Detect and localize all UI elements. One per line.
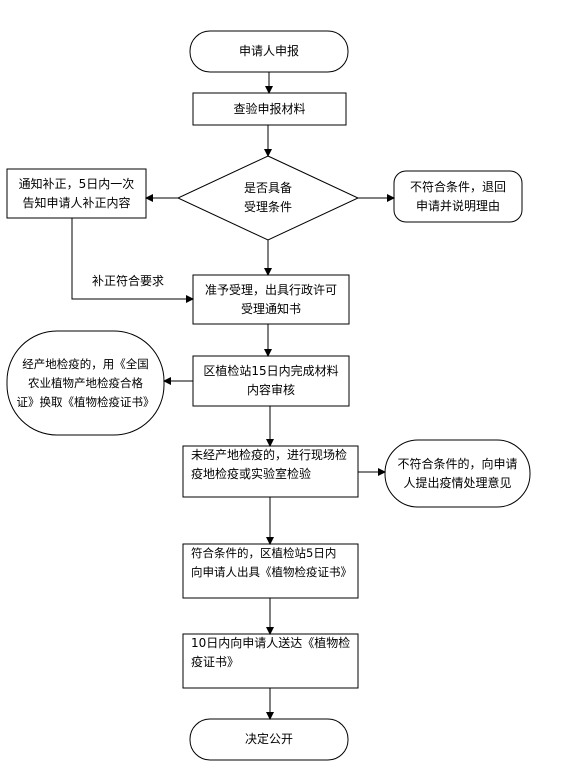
check-materials-box xyxy=(192,92,347,126)
notify-correct-label: 通知补正，5日内一次 告知申请人补正内容 xyxy=(7,169,146,218)
field-inspection-line-2: 疫地检疫或实验室检验 xyxy=(191,467,312,481)
field-inspection-box xyxy=(182,445,359,498)
deliver-cert-line-1: 10日内向申请人送达《植物检 xyxy=(191,636,351,650)
reject-return-label: 不符合条件，退回 申请并说明理由 xyxy=(394,171,522,222)
accept-box xyxy=(192,274,350,325)
notify-correct-line-1: 通知补正，5日内一次 xyxy=(18,176,135,191)
field-inspection-label: 未经产地检疫的，进行现场检 疫地检疫或实验室检验 xyxy=(183,446,358,497)
origin-quarantined-line-3: 证》换取《植物检疫证书》 xyxy=(16,394,155,409)
reject-return-line-1: 不符合条件，退回 xyxy=(409,179,506,194)
issue-cert-box xyxy=(182,543,359,599)
end-label: 决定公开 xyxy=(190,719,348,760)
issue-cert-line-1: 符合条件的，区植检站5日内 xyxy=(191,546,337,560)
noncompliant-line-1: 不符合条件的，向申请 xyxy=(397,456,518,471)
start-label: 申请人申报 xyxy=(190,31,348,72)
notify-correct-line-2: 告知申请人补正内容 xyxy=(22,195,131,210)
accept-line-2: 受理通知书 xyxy=(240,301,301,316)
review-line-1: 区植检站15日内完成材料 xyxy=(203,364,339,378)
decision-label: 是否具备 受理条件 xyxy=(208,176,328,220)
review-box xyxy=(192,355,350,407)
accept-label: 准予受理，出具行政许可 受理通知书 xyxy=(193,275,349,324)
check-materials-label: 查验申报材料 xyxy=(193,93,346,125)
issue-cert-line-2: 向申请人出具《植物检疫证书》 xyxy=(191,565,352,579)
noncompliant-line-2: 人提出疫情处理意见 xyxy=(403,475,512,490)
issue-cert-label: 符合条件的，区植检站5日内 向申请人出具《植物检疫证书》 xyxy=(183,544,358,598)
arrow-notify-to-accept xyxy=(71,218,194,303)
deliver-cert-label: 10日内向申请人送达《植物检 疫证书》 xyxy=(183,634,358,688)
decision-line-2: 受理条件 xyxy=(243,200,292,214)
edge-label-corrected: 补正符合要求 xyxy=(92,274,165,288)
accept-line-1: 准予受理，出具行政许可 xyxy=(204,282,337,297)
origin-quarantined-line-1: 经产地检疫的，用《全国 xyxy=(22,356,149,371)
origin-quarantined-line-2: 农业植物产地检疫合格 xyxy=(28,375,143,390)
reject-return-line-2: 申请并说明理由 xyxy=(415,198,500,213)
review-label: 区植检站15日内完成材料 内容审核 xyxy=(193,356,349,406)
deliver-cert-line-2: 疫证书》 xyxy=(191,655,240,669)
origin-quarantined-label: 经产地检疫的，用《全国 农业植物产地检疫合格 证》换取《植物检疫证书》 xyxy=(7,331,164,435)
noncompliant-label: 不符合条件的，向申请 人提出疫情处理意见 xyxy=(385,440,530,507)
check-materials-text: 查验申报材料 xyxy=(233,101,306,116)
field-inspection-line-1: 未经产地检疫的，进行现场检 xyxy=(191,448,348,462)
end-text: 决定公开 xyxy=(244,732,293,746)
review-line-2: 内容审核 xyxy=(246,383,295,397)
notify-correct-box xyxy=(6,168,147,219)
decision-line-1: 是否具备 xyxy=(243,181,292,195)
start-text: 申请人申报 xyxy=(238,44,299,58)
